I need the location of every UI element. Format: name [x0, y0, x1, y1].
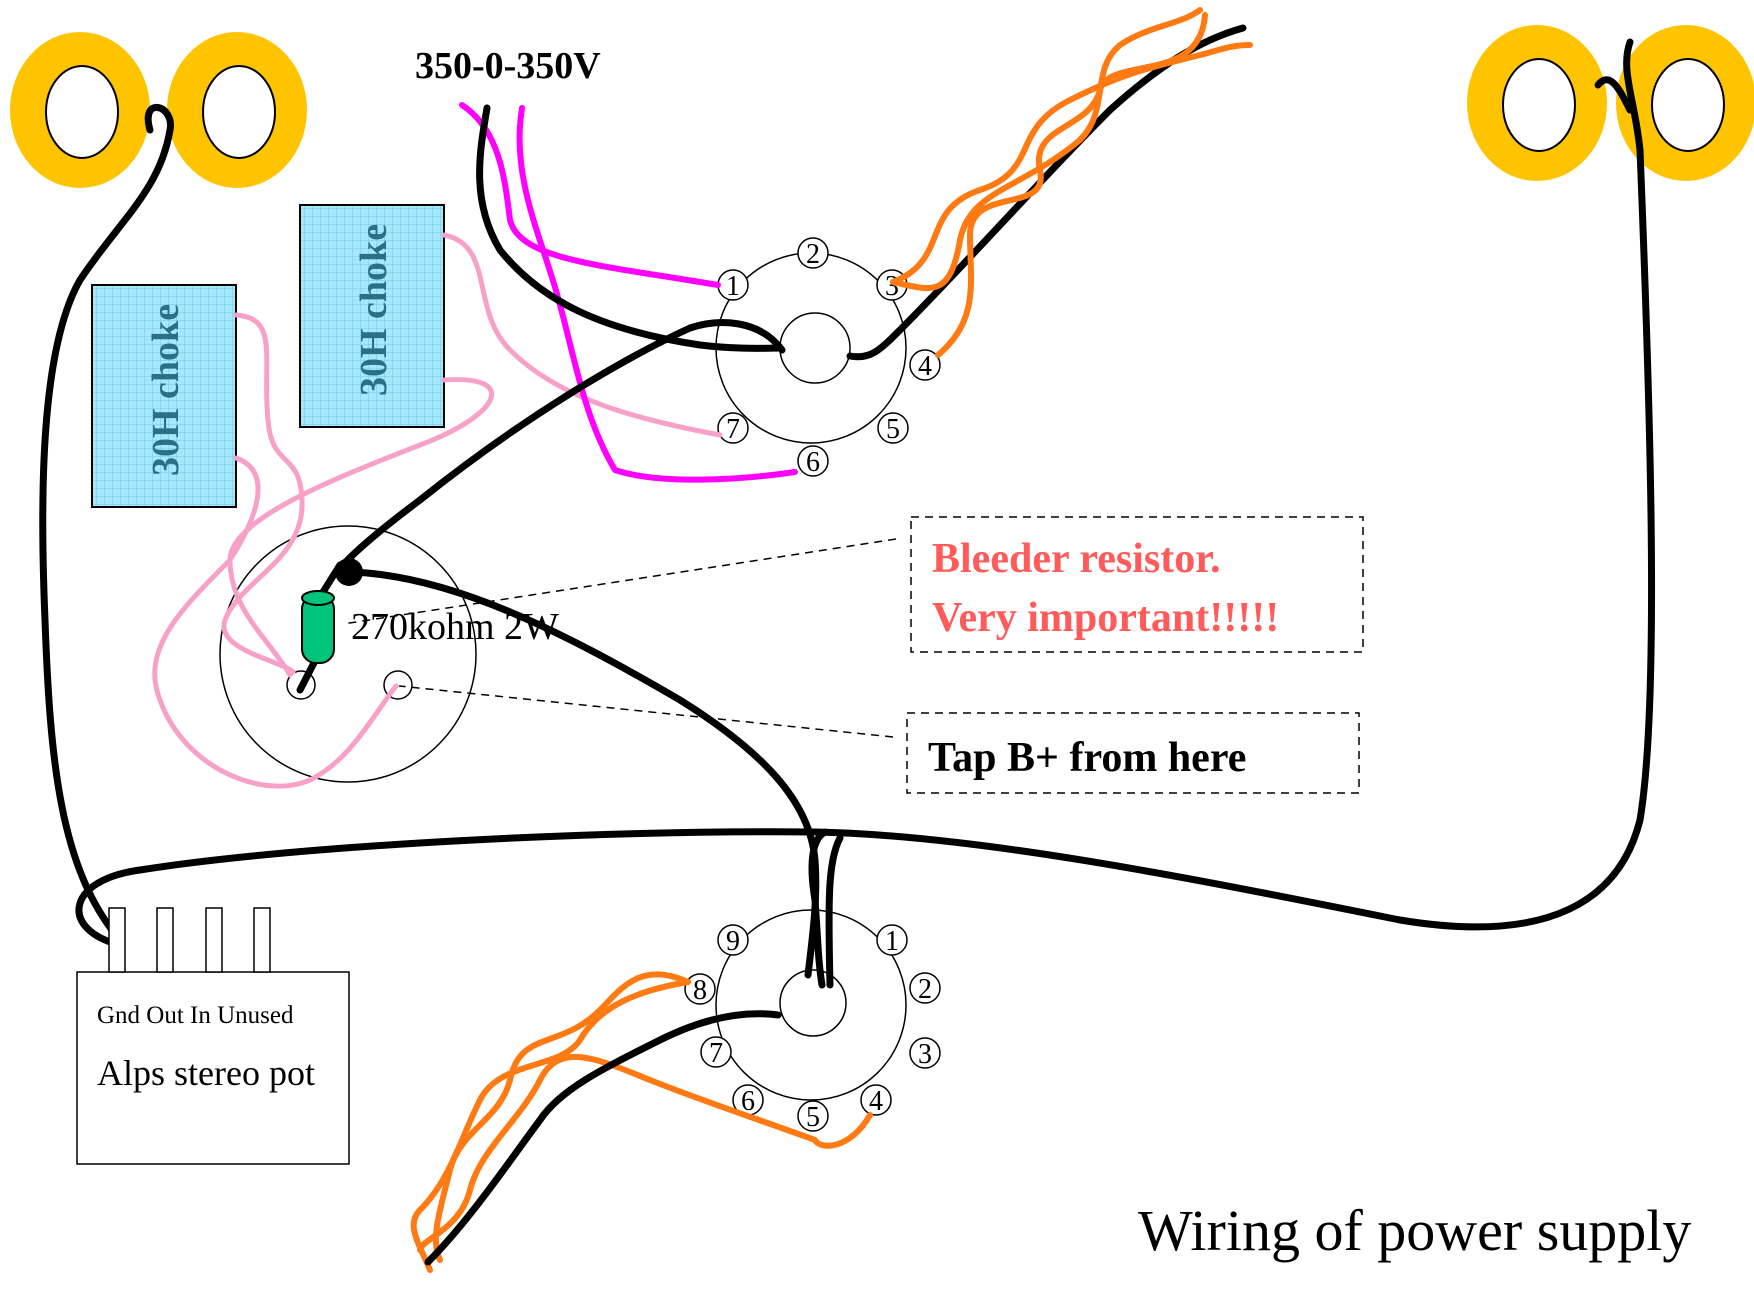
svg-text:5: 5	[886, 414, 900, 445]
callout-bleeder-line1: Bleeder resistor.	[932, 536, 1221, 582]
socket-bottom-pin-4: 4	[860, 1084, 892, 1117]
svg-text:3: 3	[885, 271, 899, 302]
socket-bottom-pin-3: 3	[909, 1037, 941, 1070]
socket-bottom-pin-8: 8	[684, 973, 716, 1006]
choke-right: 30H choke	[299, 204, 445, 428]
wire-orange-heater-bottom-a	[432, 971, 691, 1263]
ground-lug-left-1	[10, 32, 150, 188]
wire-black-ht-ct	[476, 104, 784, 352]
svg-text:6: 6	[806, 447, 820, 478]
svg-text:3: 3	[918, 1039, 932, 1070]
svg-text:4: 4	[869, 1086, 883, 1117]
wire-black-bus-drop-1	[808, 828, 829, 989]
wire-black-pin4-to-cap	[333, 319, 786, 576]
wire-pink-choke-right-bottom	[227, 377, 494, 678]
svg-text:1: 1	[726, 271, 740, 302]
svg-text:2: 2	[806, 239, 820, 270]
pot-pins-label: Gnd Out In Unused	[97, 1002, 294, 1029]
ground-lug-right-2	[1616, 25, 1754, 181]
pot-lug-in	[205, 907, 223, 973]
callout-tap: Tap B+ from here	[906, 712, 1360, 794]
socket-bottom-pin-5: 5	[797, 1100, 829, 1133]
wire-pink-choke-left-top	[221, 312, 305, 675]
wire-black-ground-bus	[75, 38, 1656, 949]
svg-text:5: 5	[806, 1102, 820, 1133]
wire-black-heater-bottom	[424, 1010, 782, 1266]
socket-bottom-pin-7: 7	[700, 1036, 732, 1069]
callout-bleeder-line2: Very important!!!!!	[932, 595, 1279, 641]
alps-stereo-pot: Gnd Out In Unused Alps stereo pot	[76, 907, 350, 1165]
wire-orange-heater-bottom-b	[417, 1053, 873, 1253]
pot-lug-out	[156, 907, 174, 973]
svg-text:6: 6	[741, 1086, 755, 1117]
choke-right-label: 30H choke	[353, 224, 395, 396]
choke-left: 30H choke	[91, 284, 237, 508]
callout-tap-text: Tap B+ from here	[928, 735, 1246, 781]
ground-lug-right-1	[1467, 25, 1607, 181]
svg-text:7: 7	[726, 414, 740, 445]
callout-bleeder-leader	[342, 538, 897, 625]
callout-bleeder: Bleeder resistor. Very important!!!!!	[910, 516, 1364, 653]
socket-bottom-pin-9: 9	[717, 924, 749, 957]
socket-bottom-pin-6: 6	[732, 1084, 764, 1117]
resistor-label: 270kohm 2W	[351, 606, 559, 648]
socket-top-pin-6: 6	[797, 445, 829, 478]
svg-text:9: 9	[726, 926, 740, 957]
wire-black-ground-bus-b	[1594, 76, 1634, 114]
callout-tap-leader	[398, 685, 894, 738]
choke-left-label: 30H choke	[145, 304, 187, 476]
wire-black-ground-left-loop	[39, 104, 174, 944]
pot-lug-gnd	[108, 907, 126, 973]
diagram-caption: Wiring of power supply	[1138, 1198, 1691, 1263]
pot-lug-unused	[253, 907, 271, 973]
socket-top-pin-1: 1	[717, 269, 749, 302]
socket-top-pin-5: 5	[877, 412, 909, 445]
transformer-voltage-label: 350-0-350V	[415, 45, 601, 87]
socket-bottom-pin-1: 1	[876, 924, 908, 957]
svg-text:1: 1	[885, 926, 899, 957]
pot-name: Alps stereo pot	[97, 1053, 315, 1093]
svg-text:4: 4	[918, 351, 932, 382]
wire-orange-heater-bottom-c	[410, 979, 691, 1273]
wire-pink-choke-right-top	[441, 232, 723, 438]
socket-top-pin-4: 4	[909, 349, 941, 382]
wire-black-bus-drop-2	[825, 834, 844, 989]
svg-text:8: 8	[693, 975, 707, 1006]
svg-text:2: 2	[918, 974, 932, 1005]
wire-orange-heater-top-a	[890, 42, 1253, 285]
socket-top-pin-7: 7	[717, 412, 749, 445]
wire-black-heater-top	[846, 24, 1247, 361]
wire-magenta-ht-1	[459, 102, 721, 288]
svg-text:7: 7	[709, 1038, 723, 1069]
socket-top-pin-2: 2	[797, 237, 829, 270]
ground-lug-left-2	[167, 32, 307, 188]
socket-bottom-pin-2: 2	[909, 972, 941, 1005]
wire-orange-heater-top-c	[890, 7, 1203, 291]
